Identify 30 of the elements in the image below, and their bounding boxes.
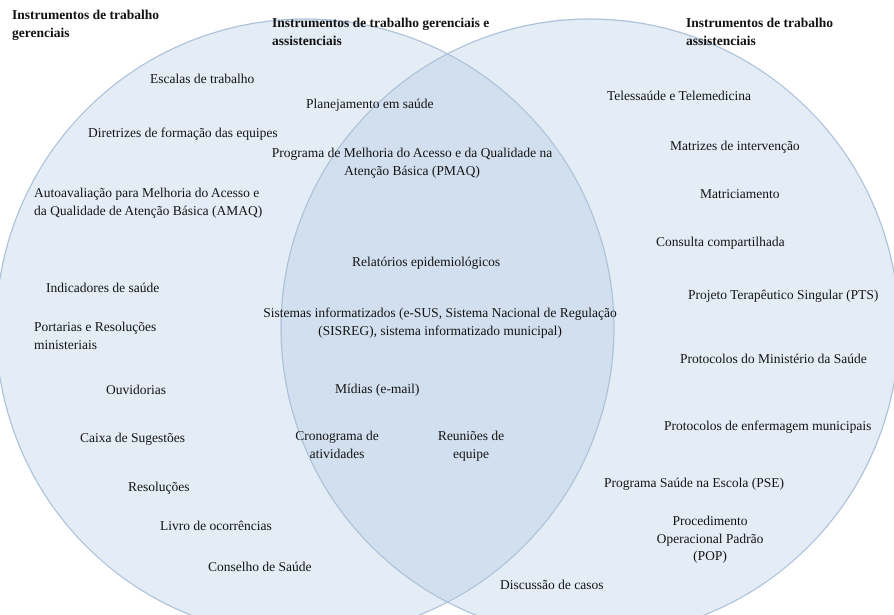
list-item: Livro de ocorrências bbox=[160, 517, 273, 535]
list-item: Diretrizes de formação das equipes bbox=[88, 124, 279, 142]
circle-heading: Instrumentos de trabalho gerenciais bbox=[12, 6, 160, 42]
list-item: Planejamento em saúde bbox=[306, 95, 434, 113]
list-item: Cronograma de atividades bbox=[294, 427, 380, 462]
list-item: Portarias e Resoluções ministeriais bbox=[34, 318, 158, 354]
list-item: Ouvidorias bbox=[106, 381, 167, 399]
list-item: Relatórios epidemiológicos bbox=[352, 253, 502, 271]
list-item: Sistemas informatizados (e-SUS, Sistema Nacional de Regulação (SISREG), sistema informatizado municipal) bbox=[262, 304, 618, 340]
list-item: Reuniões de equipe bbox=[436, 427, 506, 462]
list-item: Matrizes de intervenção bbox=[670, 137, 801, 155]
list-item: Programa Saúde na Escola (PSE) bbox=[604, 474, 785, 492]
list-item: Indicadores de saúde bbox=[46, 279, 160, 297]
list-item: Conselho de Saúde bbox=[208, 558, 312, 576]
list-item: Consulta compartilhada bbox=[656, 233, 786, 251]
list-item: Autoavaliação para Melhoria do Acesso e da Qualidade de Atenção Básica (AMAQ) bbox=[34, 184, 264, 220]
list-item: Escalas de trabalho bbox=[150, 70, 256, 88]
list-item: Matriciamento bbox=[700, 185, 780, 203]
list-item: Telessaúde e Telemedicina bbox=[607, 87, 752, 105]
list-item: Programa de Melhoria do Acesso e da Qualidade na Atenção Básica (PMAQ) bbox=[270, 144, 554, 180]
list-item: Mídias (e-mail) bbox=[335, 380, 420, 398]
list-item: Procedimento Operacional Padrão (POP) bbox=[656, 512, 764, 565]
list-item: Caixa de Sugestões bbox=[80, 429, 186, 447]
list-item: Resoluções bbox=[128, 478, 190, 496]
list-item: Protocolos do Ministério da Saúde bbox=[680, 350, 868, 368]
list-item: Projeto Terapêutico Singular (PTS) bbox=[688, 286, 880, 304]
circle-heading: Instrumentos de trabalho assistenciais bbox=[686, 14, 834, 50]
overlap-heading: Instrumentos de trabalho gerenciais e assistenciais bbox=[272, 14, 490, 50]
list-item: Discussão de casos bbox=[500, 576, 604, 594]
list-item: Protocolos de enfermagem municipais bbox=[664, 417, 872, 435]
